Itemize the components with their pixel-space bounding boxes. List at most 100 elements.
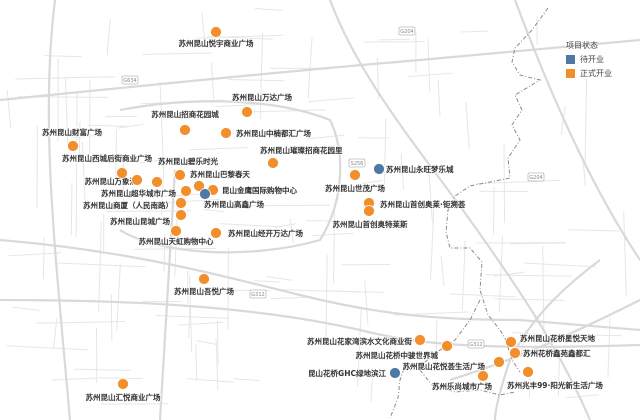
- street: [356, 307, 362, 387]
- marker-label: 苏州昆山西城后街商业广场: [62, 153, 152, 163]
- street: [36, 320, 126, 324]
- legend-label: 正式开业: [580, 69, 612, 78]
- marker-label: 苏州昆山汇悦商业广场: [86, 392, 161, 402]
- street: [74, 76, 115, 79]
- street: [78, 121, 81, 156]
- street: [312, 232, 354, 237]
- road-shield-label: G204: [529, 175, 542, 181]
- street: [254, 7, 283, 11]
- marker-label: 苏州昆山高鑫广场: [204, 199, 264, 209]
- marker-label: 苏州昆山璀璨招商花园里: [260, 145, 343, 155]
- map-marker[interactable]: [116, 167, 128, 179]
- map-marker[interactable]: [241, 106, 253, 118]
- map-marker[interactable]: [175, 197, 187, 209]
- street: [307, 37, 313, 99]
- marker-label: 苏州昆山吾悦广场: [174, 286, 234, 296]
- street: [577, 334, 622, 337]
- street: [215, 103, 262, 108]
- street: [333, 211, 335, 284]
- street: [461, 30, 489, 33]
- marker-label: 昆山金鹰国际购物中心: [222, 185, 297, 195]
- marker-label: 苏州昆山商厦（人民南路）: [83, 200, 173, 210]
- street: [201, 13, 206, 48]
- marker-label: 苏州昆山悦宇商业广场: [179, 38, 254, 48]
- street: [557, 359, 560, 396]
- street: [117, 123, 144, 129]
- map-marker[interactable]: [179, 124, 191, 136]
- marker-label: 苏州昆山永旺梦乐城: [386, 164, 454, 174]
- marker-label: 苏州昆山首创奥特莱斯: [333, 219, 408, 229]
- map-marker[interactable]: [198, 273, 210, 285]
- street: [142, 52, 213, 55]
- map-marker[interactable]: [441, 340, 453, 352]
- map-marker[interactable]: [267, 157, 279, 169]
- street: [87, 124, 129, 127]
- map-marker[interactable]: [349, 169, 361, 181]
- street: [196, 340, 218, 345]
- street: [274, 223, 297, 229]
- map-marker[interactable]: [363, 205, 375, 217]
- street: [51, 377, 97, 381]
- legend-item-open[interactable]: 正式开业: [566, 68, 612, 79]
- street: [270, 296, 311, 300]
- map-marker[interactable]: [522, 366, 534, 378]
- marker-label: 苏州昆山巴黎春天: [190, 169, 250, 179]
- street: [98, 377, 143, 380]
- marker-label: 苏州昆山经开万达广场: [228, 228, 303, 238]
- map-marker[interactable]: [373, 163, 385, 175]
- marker-label: 苏州昆山世茂广场: [325, 183, 385, 193]
- legend: 项目状态 待开业 正式开业: [566, 40, 612, 79]
- street: [437, 80, 441, 117]
- street: [607, 316, 611, 378]
- map-marker[interactable]: [117, 378, 129, 390]
- map-marker[interactable]: [505, 336, 517, 348]
- map-marker[interactable]: [67, 140, 79, 152]
- street: [7, 252, 62, 257]
- road-shield: S256: [348, 158, 366, 168]
- minor-streets: [6, 7, 627, 405]
- street: [370, 372, 374, 402]
- map-marker[interactable]: [131, 174, 143, 186]
- map-marker[interactable]: [199, 188, 211, 200]
- street: [512, 331, 543, 336]
- map-marker[interactable]: [509, 347, 521, 359]
- street: [6, 345, 88, 351]
- legend-swatch: [566, 69, 575, 78]
- road-shield: G204: [527, 172, 545, 182]
- street: [160, 165, 165, 215]
- map-marker[interactable]: [151, 176, 163, 188]
- map-marker[interactable]: [414, 334, 426, 346]
- map-marker[interactable]: [210, 227, 222, 239]
- map-marker[interactable]: [210, 26, 222, 38]
- road-shield: G312: [467, 339, 485, 349]
- street: [524, 262, 597, 268]
- map-marker[interactable]: [180, 185, 192, 197]
- legend-item-pending[interactable]: 待开业: [566, 54, 612, 65]
- street: [542, 245, 545, 334]
- map-marker[interactable]: [493, 356, 505, 368]
- street: [503, 143, 506, 224]
- street: [165, 198, 221, 204]
- street: [139, 158, 167, 164]
- street: [116, 263, 121, 331]
- marker-label: 苏州昆山花家湾滨水文化商业街: [307, 336, 412, 346]
- map-marker[interactable]: [477, 370, 489, 382]
- map-marker[interactable]: [174, 169, 186, 181]
- street: [407, 72, 452, 78]
- map-marker[interactable]: [220, 127, 232, 139]
- map-marker[interactable]: [193, 180, 205, 192]
- map-marker[interactable]: [175, 209, 187, 221]
- marker-label: 苏州昆山万达广场: [232, 92, 292, 102]
- street: [155, 314, 228, 319]
- map-marker[interactable]: [389, 367, 401, 379]
- street: [389, 356, 435, 360]
- street: [427, 39, 431, 93]
- marker-label: 苏州昆山花桥中骏世界城: [356, 350, 439, 360]
- map-marker[interactable]: [170, 225, 182, 237]
- street: [70, 182, 73, 235]
- street: [98, 222, 102, 312]
- road-shield: G634: [121, 75, 139, 85]
- street: [266, 276, 293, 281]
